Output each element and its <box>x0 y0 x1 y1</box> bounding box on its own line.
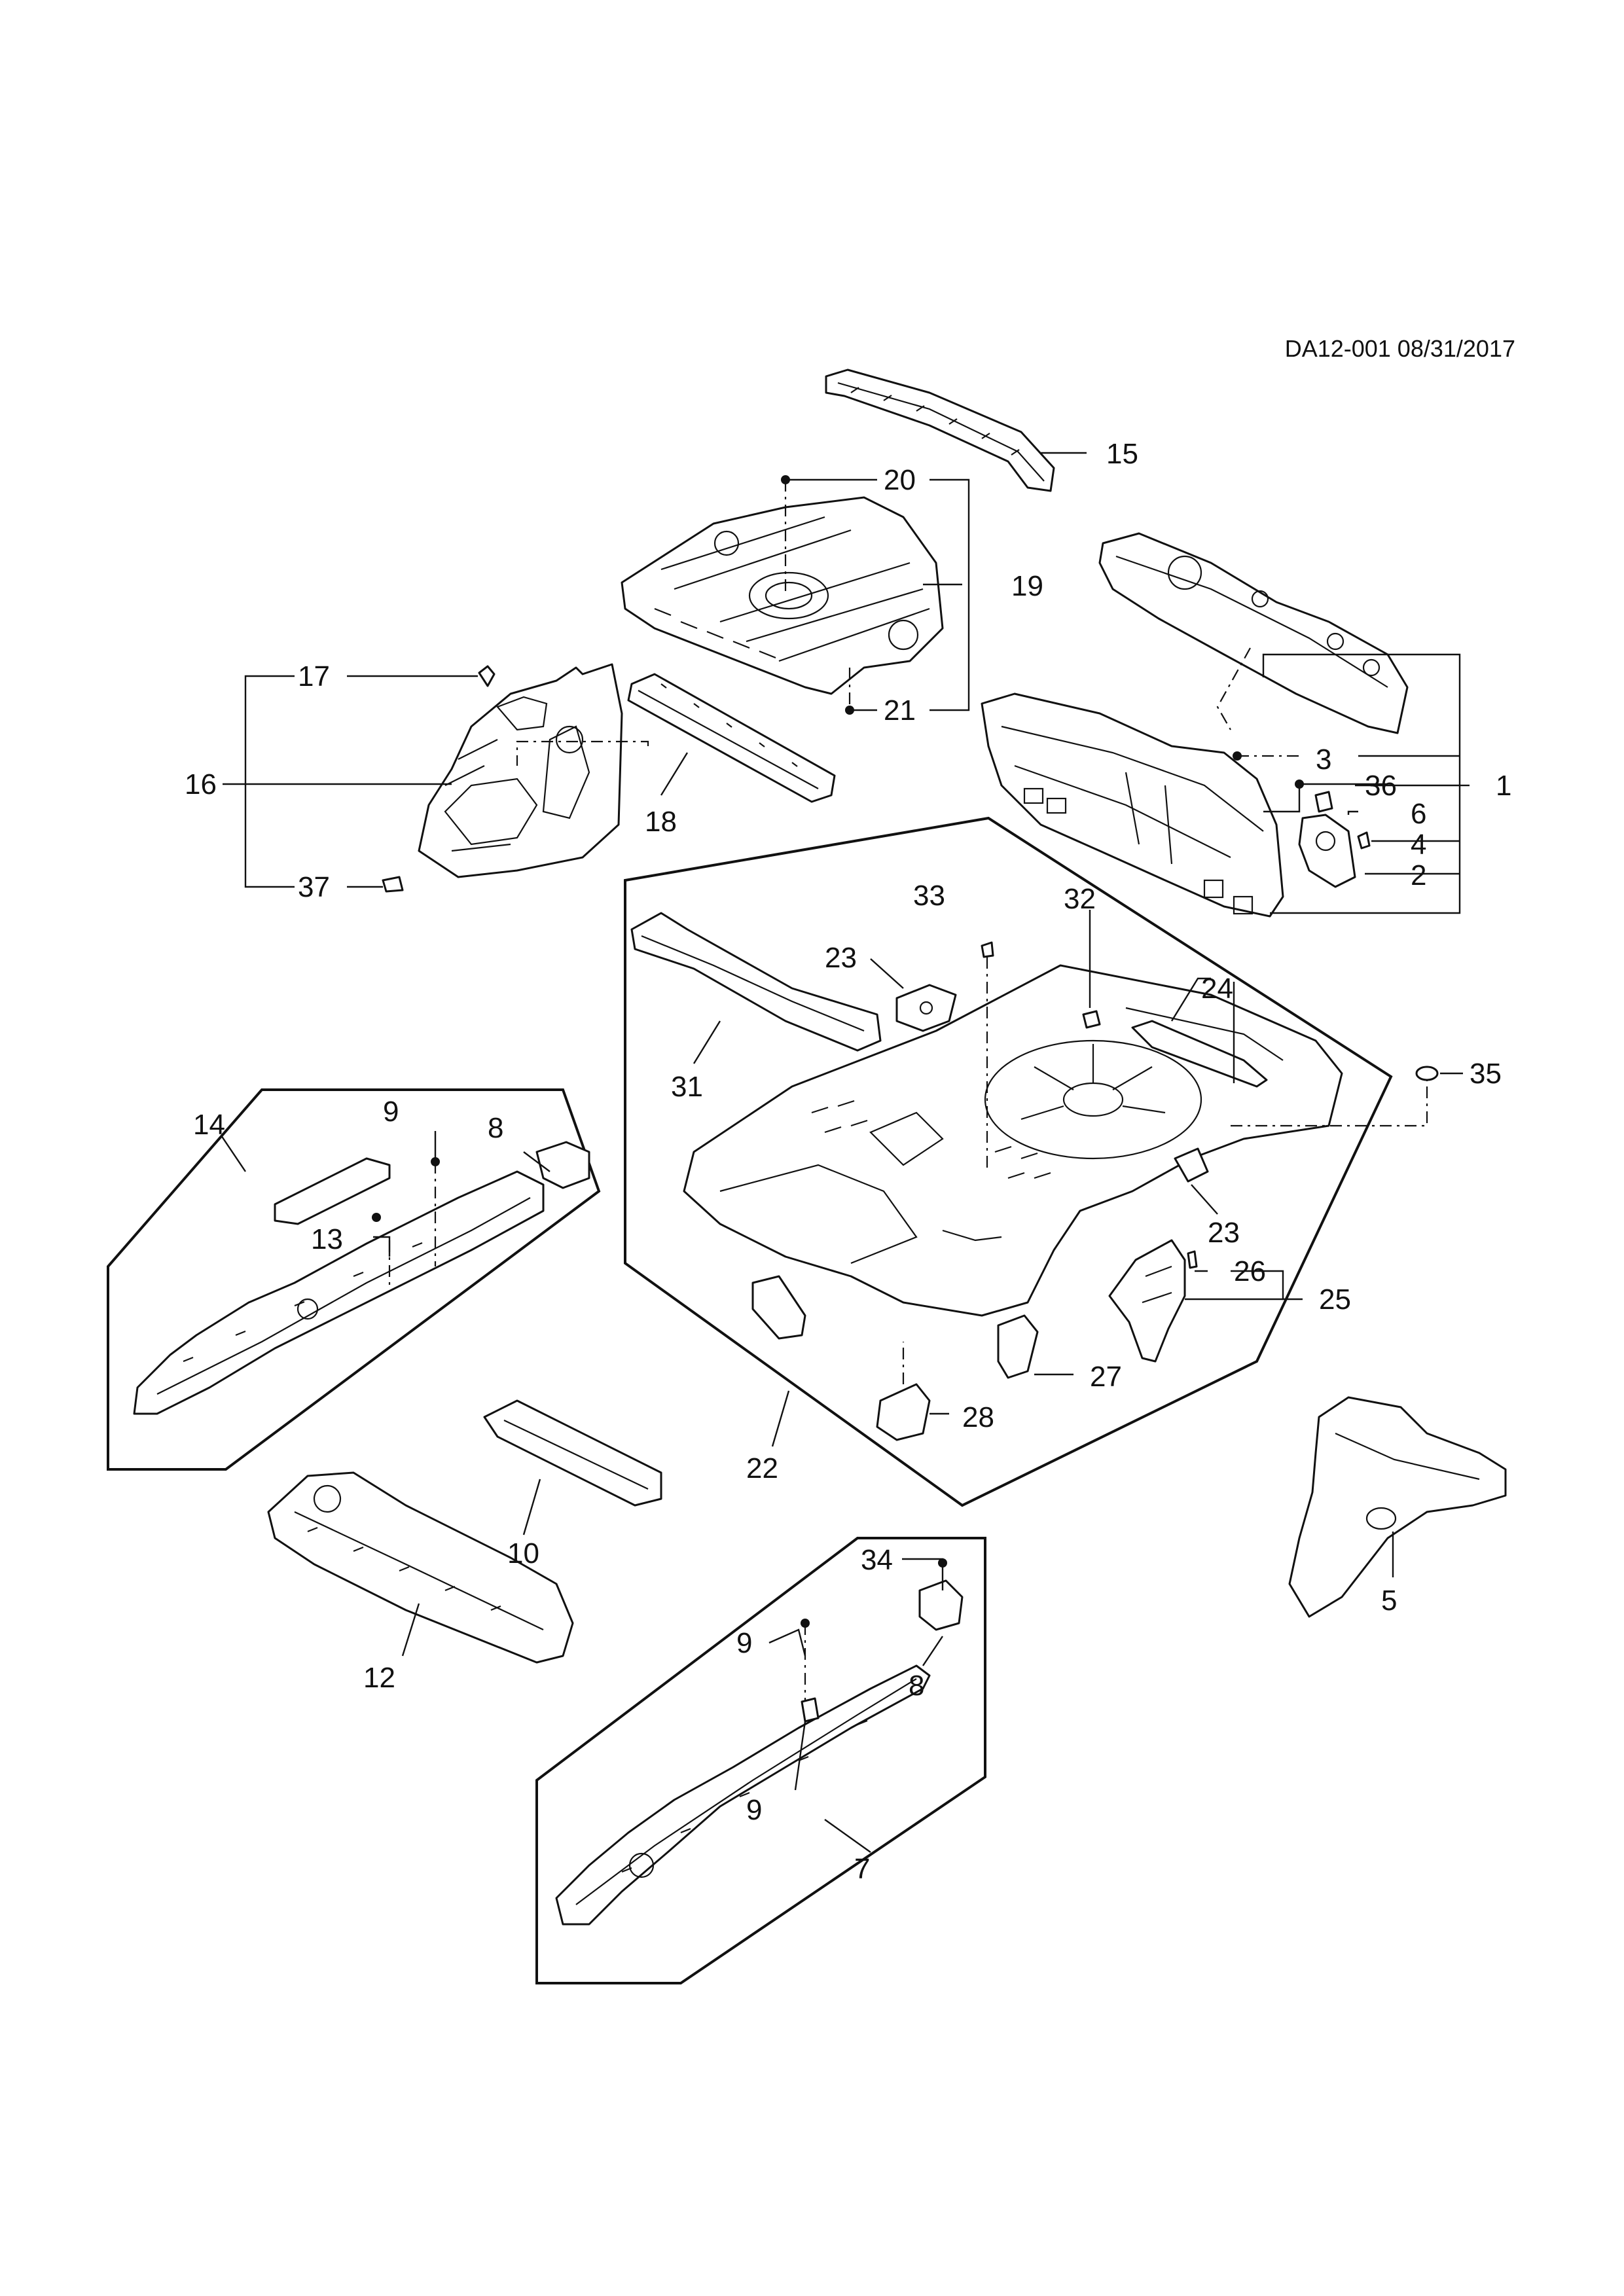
callout-13: 12 <box>363 1662 395 1694</box>
callout-19: 18 <box>645 806 677 838</box>
part-6-bracket <box>1314 791 1333 813</box>
frame-14 <box>107 1088 601 1471</box>
part-12-reinforcement <box>483 1399 662 1507</box>
part-31-side-rail <box>630 912 882 1052</box>
callout-27: 26 <box>1234 1255 1266 1287</box>
callout-15: 13 <box>311 1223 343 1255</box>
callout-23: 22 <box>746 1452 778 1484</box>
part-2-plate <box>1298 814 1356 888</box>
callout-16: 15 <box>1106 438 1138 470</box>
callout-18: 17 <box>298 660 330 692</box>
callout-9-lower: 9 <box>736 1627 752 1659</box>
part-27-bolt <box>1187 1250 1198 1269</box>
part-32-clip <box>1082 1010 1101 1029</box>
callout-31: 31 <box>671 1071 703 1103</box>
callout-32: 32 <box>1064 883 1096 915</box>
callout-3: 3 <box>1316 744 1331 776</box>
callout-21: 20 <box>884 464 916 496</box>
part-7-right-rail <box>555 1664 931 1926</box>
callout-10: 9 <box>746 1794 762 1826</box>
part-8-bracket-upper <box>535 1141 590 1189</box>
callout-4: 4 <box>1411 829 1426 861</box>
frame-23 <box>624 816 1393 1507</box>
callout-8-lower: 8 <box>909 1670 924 1702</box>
callout-8-upper: 8 <box>488 1112 503 1144</box>
part-1-rear-panel-lower <box>981 692 1284 918</box>
part-29-bracket <box>876 1342 931 1441</box>
part-24-bracket-upper <box>895 984 957 1032</box>
part-37-clip <box>382 876 404 893</box>
part-14-reinforcement <box>274 1157 391 1225</box>
callout-20: 19 <box>1011 570 1043 602</box>
callout-35: 35 <box>1470 1058 1502 1090</box>
callout-12: 10 <box>507 1537 539 1570</box>
callout-29: 28 <box>962 1401 994 1433</box>
callout-14: 14 <box>193 1109 225 1141</box>
part-4-screw <box>1357 831 1371 850</box>
callout-34: 34 <box>861 1544 893 1576</box>
part-18-clip <box>478 665 496 687</box>
part-13-rail <box>267 1471 574 1664</box>
part-28-bracket <box>997 1314 1039 1379</box>
part-8-bracket-lower <box>918 1579 964 1631</box>
part-24-bracket-lower <box>1174 1147 1209 1183</box>
part-20-floor-pan <box>621 496 944 695</box>
document-id: DA12-001 08/31/2017 <box>1285 335 1515 362</box>
callout-28: 27 <box>1090 1361 1122 1393</box>
part-23-lower-tab <box>751 1275 806 1340</box>
frame-7 <box>535 1537 986 1984</box>
fastener-dots <box>372 475 1304 1628</box>
callout-24-upper: 23 <box>825 942 857 974</box>
callout-24-lower: 23 <box>1208 1217 1240 1249</box>
callout-26: 25 <box>1319 1283 1351 1316</box>
callout-36: 36 <box>1365 770 1397 802</box>
callout-6: 6 <box>1411 798 1426 830</box>
callout-37: 37 <box>298 871 330 903</box>
part-33-bolt <box>981 941 994 1172</box>
part-14-left-rail <box>133 1170 545 1415</box>
part-1-rear-panel-upper <box>1098 532 1409 734</box>
part-10-clip <box>801 1697 820 1723</box>
part-17-wheelhouse <box>418 663 623 878</box>
callout-17: 16 <box>185 768 217 800</box>
part-16-rail <box>825 368 1055 492</box>
callout-2: 2 <box>1411 859 1426 891</box>
part-5-rear-rail <box>1288 1396 1507 1618</box>
part-19-cross-member <box>627 673 836 803</box>
callout-5: 5 <box>1381 1585 1397 1617</box>
callout-22: 21 <box>884 694 916 726</box>
callout-25: 24 <box>1201 973 1233 1005</box>
callout-1: 1 <box>1496 770 1511 802</box>
part-25-strip <box>1131 1020 1268 1088</box>
part-35-plug <box>1415 1066 1439 1081</box>
leader-lines <box>221 452 1470 1853</box>
part-26-bracket <box>1108 1239 1186 1363</box>
callout-33: 33 <box>913 880 945 912</box>
callout-9-upper: 9 <box>383 1096 399 1128</box>
callout-labels: 15 20 19 21 17 16 37 18 3 36 1 6 4 2 33 … <box>185 438 1511 1885</box>
callout-7: 7 <box>854 1853 870 1885</box>
